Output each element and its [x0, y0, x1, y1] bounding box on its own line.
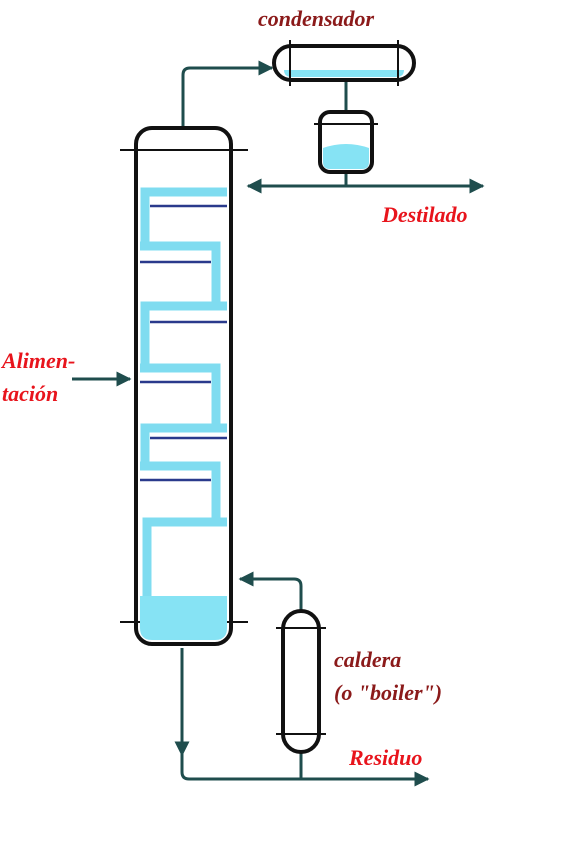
reboiler-vessel	[276, 609, 326, 754]
boiler-label-line1: caldera	[334, 647, 401, 672]
feed-label-line1: Alimen-	[0, 348, 75, 373]
tray-4	[140, 363, 221, 424]
reboiler-vapor-return-line	[238, 571, 303, 611]
reflux-drum	[314, 110, 378, 174]
tray-5	[140, 423, 227, 466]
boiler-label-line2: (o "boiler")	[334, 680, 442, 705]
residue-label: Residuo	[348, 745, 422, 770]
feed-label-line2: tación	[2, 381, 58, 406]
tray-2	[140, 241, 221, 302]
tray-7	[142, 517, 227, 596]
tray-6	[140, 461, 221, 518]
condenser-vessel	[272, 40, 416, 86]
condenser-label: condensador	[258, 6, 375, 31]
distillation-column	[120, 126, 248, 646]
vapor-line-to-condenser	[181, 60, 274, 130]
tray-1	[140, 187, 227, 244]
tray-3	[140, 301, 227, 366]
distillate-label: Destilado	[381, 202, 468, 227]
residue-line	[180, 755, 430, 787]
column-bottom-liquid	[140, 596, 227, 640]
